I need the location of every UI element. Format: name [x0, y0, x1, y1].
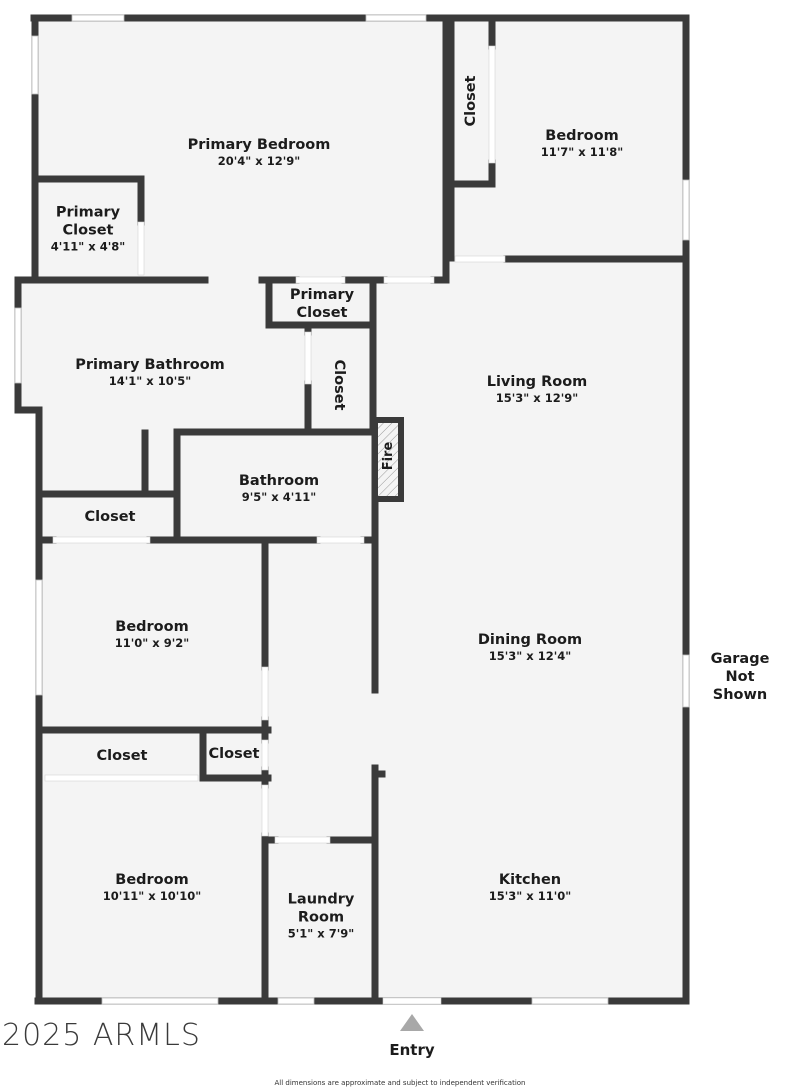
room-dimensions: 10'11" x 10'10" [102, 888, 202, 903]
room-name: Closet [208, 745, 260, 762]
room-name: Living Room [486, 373, 588, 390]
room-name: Closet [96, 747, 148, 764]
room-closet-ne: Closet [462, 76, 480, 127]
room-primary-bedroom: Primary Bedroom 20'4" x 12'9" [188, 136, 331, 169]
room-dimensions: 15'3" x 11'0" [488, 888, 572, 903]
room-laundry-room: Laundry Room 5'1" x 7'9" [288, 891, 355, 942]
entry-label: Entry [389, 1041, 435, 1059]
room-dimensions: 15'3" x 12'4" [488, 648, 572, 663]
room-name: Bedroom [115, 618, 189, 635]
room-name: Bathroom [238, 472, 320, 489]
room-name: Primary Bedroom [187, 136, 331, 153]
room-closet-sw-1: Closet [97, 747, 148, 765]
room-bedroom-sw: Bedroom 10'11" x 10'10" [103, 871, 201, 904]
room-name-line1: Laundry [287, 891, 355, 908]
room-closet-w: Closet [85, 508, 136, 526]
room-dining-room: Dining Room 15'3" x 12'4" [478, 631, 582, 664]
room-name: Closet [84, 508, 136, 525]
room-dimensions: 5'1" x 7'9" [287, 926, 355, 941]
room-dimensions: 9'5" x 4'11" [241, 489, 317, 504]
room-primary-closet-1: Primary Closet 4'11" x 4'8" [51, 204, 125, 255]
room-primary-closet-2: Primary Closet [290, 286, 354, 322]
fireplace-icon [374, 417, 404, 502]
room-fireplace: Fire [381, 442, 397, 471]
room-name-line2: Room [297, 909, 345, 926]
room-dimensions: 14'1" x 10'5" [108, 373, 192, 388]
room-name: Kitchen [498, 871, 562, 888]
room-bedroom-ne: Bedroom 11'7" x 11'8" [541, 127, 623, 160]
room-living-room: Living Room 15'3" x 12'9" [487, 373, 588, 406]
door-openings [44, 45, 506, 1005]
room-name-line2: Closet [296, 305, 348, 321]
room-name: Closet [331, 359, 348, 411]
room-name: Bedroom [545, 127, 619, 144]
room-closet-sw-2: Closet [209, 745, 260, 763]
room-dimensions: 11'0" x 9'2" [114, 635, 190, 650]
garage-note-line1: Garage Not [710, 650, 770, 685]
room-dimensions: 11'7" x 11'8" [540, 144, 624, 159]
room-kitchen: Kitchen 15'3" x 11'0" [489, 871, 571, 904]
room-closet-mid: Closet [330, 360, 348, 411]
windows [14, 14, 690, 1005]
room-bathroom: Bathroom 9'5" x 4'11" [239, 472, 319, 505]
room-bedroom-mid: Bedroom 11'0" x 9'2" [115, 618, 189, 651]
room-name-line1: Primary [289, 286, 355, 303]
room-name: Dining Room [477, 631, 583, 648]
room-dimensions: 20'4" x 12'9" [217, 153, 301, 168]
garage-note: Garage Not Shown [710, 650, 770, 704]
room-name: Primary Bathroom [75, 356, 225, 373]
room-name: Bedroom [115, 871, 189, 888]
room-dimensions: 4'11" x 4'8" [50, 239, 126, 254]
garage-note-line2: Shown [712, 687, 768, 704]
room-name: Fire [380, 441, 396, 471]
watermark: 2025 ARMLS [2, 1018, 201, 1053]
room-name-line2: Closet [62, 222, 114, 239]
room-dimensions: 15'3" x 12'9" [495, 390, 579, 405]
disclaimer: All dimensions are approximate and subje… [274, 1079, 526, 1087]
entry-arrow-icon [400, 1014, 424, 1031]
room-name-line1: Primary [55, 204, 121, 221]
room-name: Closet [462, 75, 479, 127]
room-primary-bathroom: Primary Bathroom 14'1" x 10'5" [75, 356, 225, 389]
